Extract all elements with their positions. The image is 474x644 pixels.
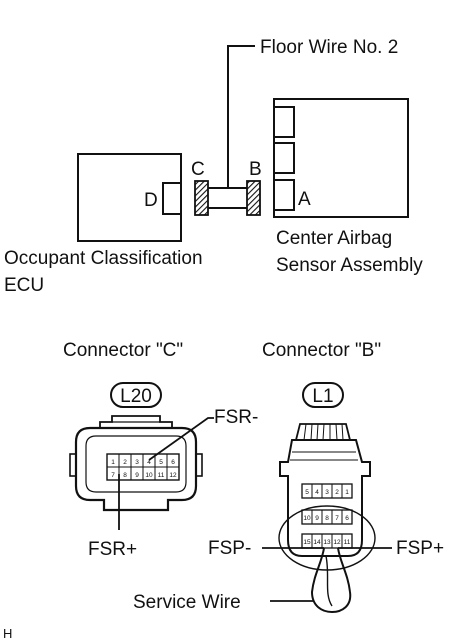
code-badge-l1 bbox=[302, 382, 344, 408]
floor-wire-label: Floor Wire No. 2 bbox=[260, 37, 398, 58]
airbag-connector-a bbox=[273, 179, 295, 211]
corner-letter: H bbox=[3, 626, 12, 641]
pin-label: 7 bbox=[111, 472, 115, 479]
code-l20: L20 bbox=[120, 386, 152, 407]
floor-wire-leader bbox=[227, 45, 255, 188]
pin-label: 5 bbox=[305, 489, 309, 496]
airbag-slot-2 bbox=[273, 142, 295, 174]
pin-label: 1 bbox=[345, 489, 349, 496]
pin-label: 4 bbox=[147, 459, 151, 466]
pin-label: 5 bbox=[159, 459, 163, 466]
pin-label: 12 bbox=[333, 539, 341, 546]
code-l1: L1 bbox=[312, 386, 333, 407]
fsp-plus-label: FSP+ bbox=[396, 538, 444, 559]
pin-label: 12 bbox=[169, 472, 177, 479]
pin-label: 4 bbox=[315, 489, 319, 496]
pin-label: 15 bbox=[303, 539, 311, 546]
connector-b-letter: B bbox=[249, 159, 262, 180]
connector-b-latch bbox=[294, 423, 352, 441]
pin-label: 6 bbox=[171, 459, 175, 466]
pin-label: 11 bbox=[344, 539, 351, 546]
ecu-box bbox=[77, 153, 182, 242]
pin-label: 13 bbox=[323, 539, 331, 546]
connector-c-hatched bbox=[194, 180, 209, 216]
fsr-plus-label: FSR+ bbox=[88, 539, 137, 560]
airbag-label-line1: Center Airbag bbox=[276, 228, 392, 249]
connector-a-letter: A bbox=[298, 189, 311, 210]
connector-c-right-tab bbox=[195, 453, 203, 477]
connector-b-pin-row-3: 15 14 13 12 11 bbox=[303, 539, 350, 546]
connector-c-latch bbox=[99, 415, 173, 428]
connector-c-left-tab bbox=[69, 453, 77, 477]
pin-label: 3 bbox=[135, 459, 139, 466]
pin-label: 7 bbox=[335, 515, 339, 522]
ecu-label-line2: ECU bbox=[4, 275, 44, 296]
connector-b-body bbox=[279, 439, 371, 557]
pin-label: 3 bbox=[325, 489, 329, 496]
pin-label: 6 bbox=[345, 515, 349, 522]
connector-c-pin-grid bbox=[106, 453, 180, 481]
service-wire-label: Service Wire bbox=[133, 592, 241, 613]
connector-b-pin-row-2: 10 9 8 7 6 bbox=[303, 515, 349, 522]
pin-label: 10 bbox=[303, 515, 311, 522]
ecu-connector-d bbox=[162, 182, 182, 215]
pin-label: 2 bbox=[123, 459, 127, 466]
connector-b-title: Connector "B" bbox=[262, 340, 381, 361]
airbag-label-line2: Sensor Assembly bbox=[276, 255, 423, 276]
code-badge-l20 bbox=[110, 382, 162, 408]
pin-label: 8 bbox=[123, 472, 127, 479]
airbag-slot-1 bbox=[273, 106, 295, 138]
service-wire-strand bbox=[325, 555, 333, 607]
connector-b-pin-row-1: 5 4 3 2 1 bbox=[305, 489, 349, 496]
connector-c-letter: C bbox=[191, 159, 205, 180]
fsr-minus-label: FSR- bbox=[214, 407, 258, 428]
pin-label: 9 bbox=[135, 472, 139, 479]
connector-c-body bbox=[74, 426, 198, 512]
pin-label: 14 bbox=[313, 539, 321, 546]
service-wire-probes bbox=[310, 547, 352, 614]
connector-b-hatched bbox=[246, 180, 261, 216]
pin-label: 1 bbox=[111, 459, 115, 466]
connector-d-letter: D bbox=[144, 190, 158, 211]
fsp-minus-label: FSP- bbox=[208, 538, 251, 559]
pin-label: 8 bbox=[325, 515, 329, 522]
connector-c-pin-row-2: 7 8 9 10 11 12 bbox=[111, 472, 177, 479]
connector-c-title: Connector "C" bbox=[63, 340, 183, 361]
connector-c-inner-outline bbox=[85, 435, 187, 493]
ecu-label-line1: Occupant Classification bbox=[4, 248, 203, 269]
pin-label: 11 bbox=[158, 472, 165, 479]
connector-c-pin-row-1: 1 2 3 4 5 6 bbox=[111, 459, 175, 466]
pin-label: 9 bbox=[315, 515, 319, 522]
connector-b-pin-grid bbox=[301, 483, 353, 549]
pin-label: 10 bbox=[145, 472, 153, 479]
pin-label: 2 bbox=[335, 489, 339, 496]
fsr-minus-leader bbox=[148, 417, 214, 461]
